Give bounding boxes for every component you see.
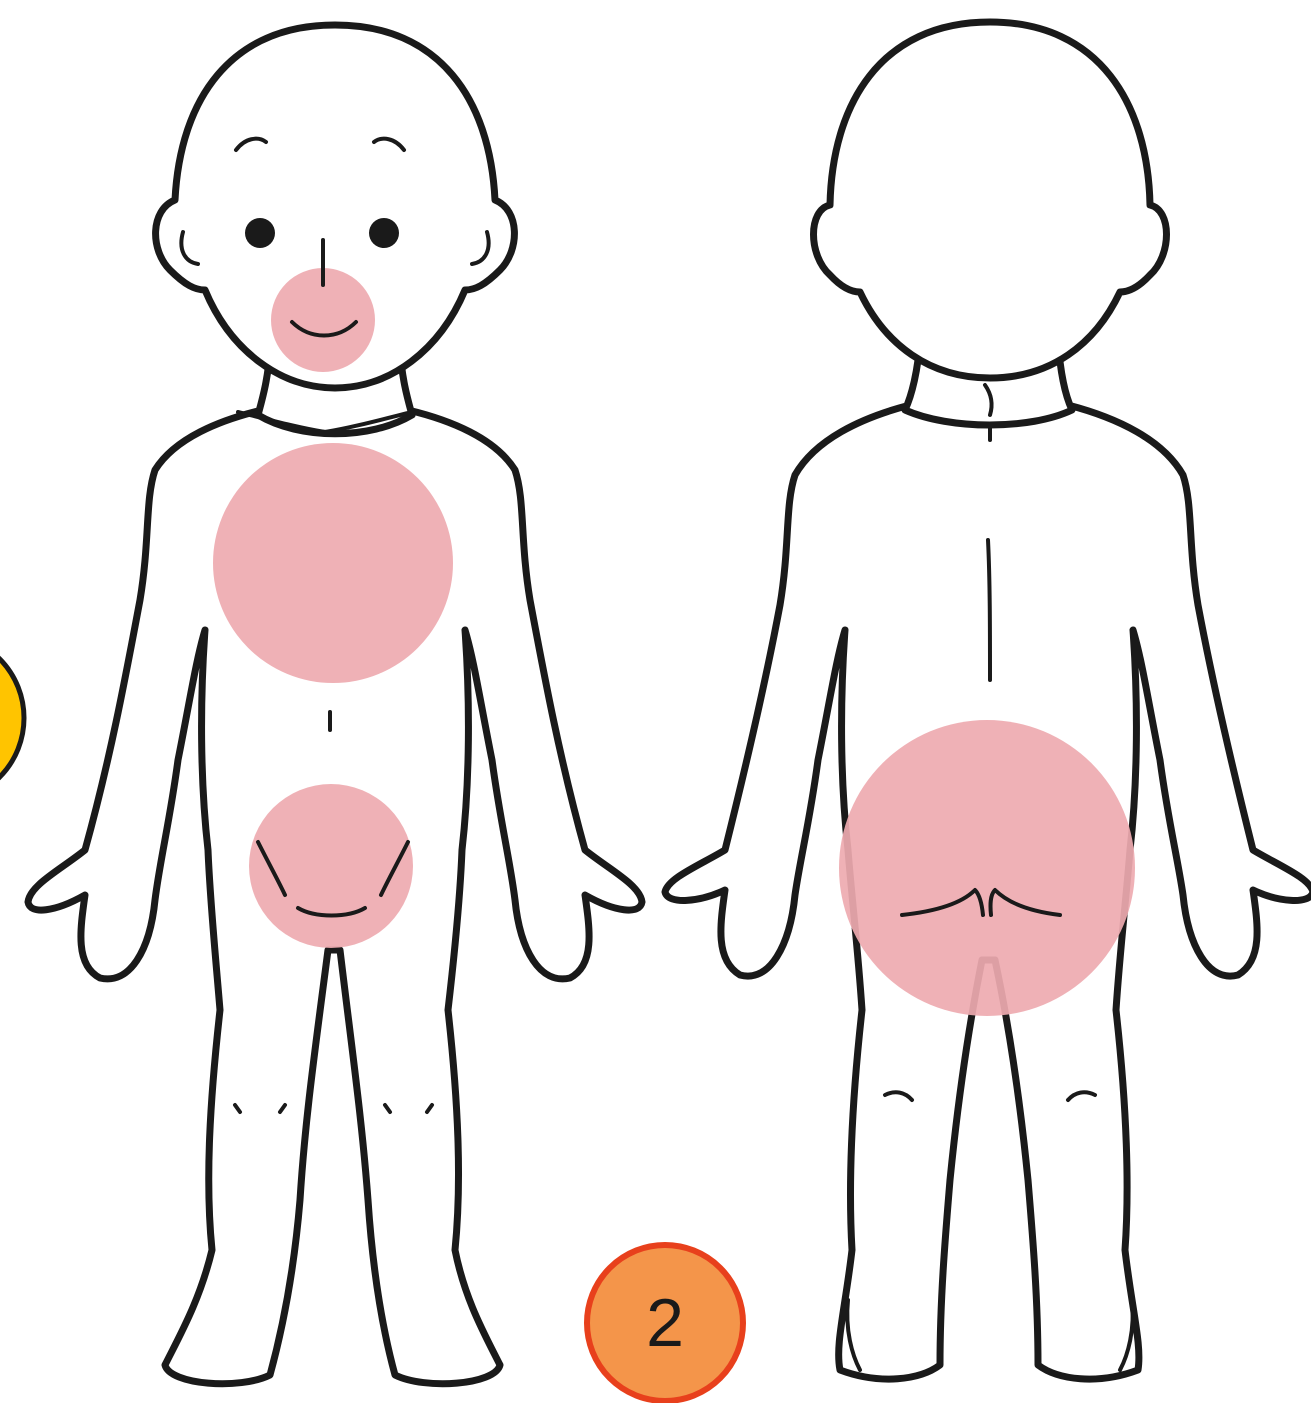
number-badge-label: 2 [646,1285,684,1361]
front-figure [28,25,642,1384]
front-chest-zone [213,443,453,683]
back-figure [665,22,1311,1379]
back-spine [988,540,990,680]
side-marker [0,634,24,802]
number-badge: 2 [587,1245,743,1401]
back-buttocks-zone [839,720,1135,1016]
front-right-eye [369,218,399,248]
front-left-eye [245,218,275,248]
back-head [814,22,1167,378]
front-groin-zone [249,784,413,948]
